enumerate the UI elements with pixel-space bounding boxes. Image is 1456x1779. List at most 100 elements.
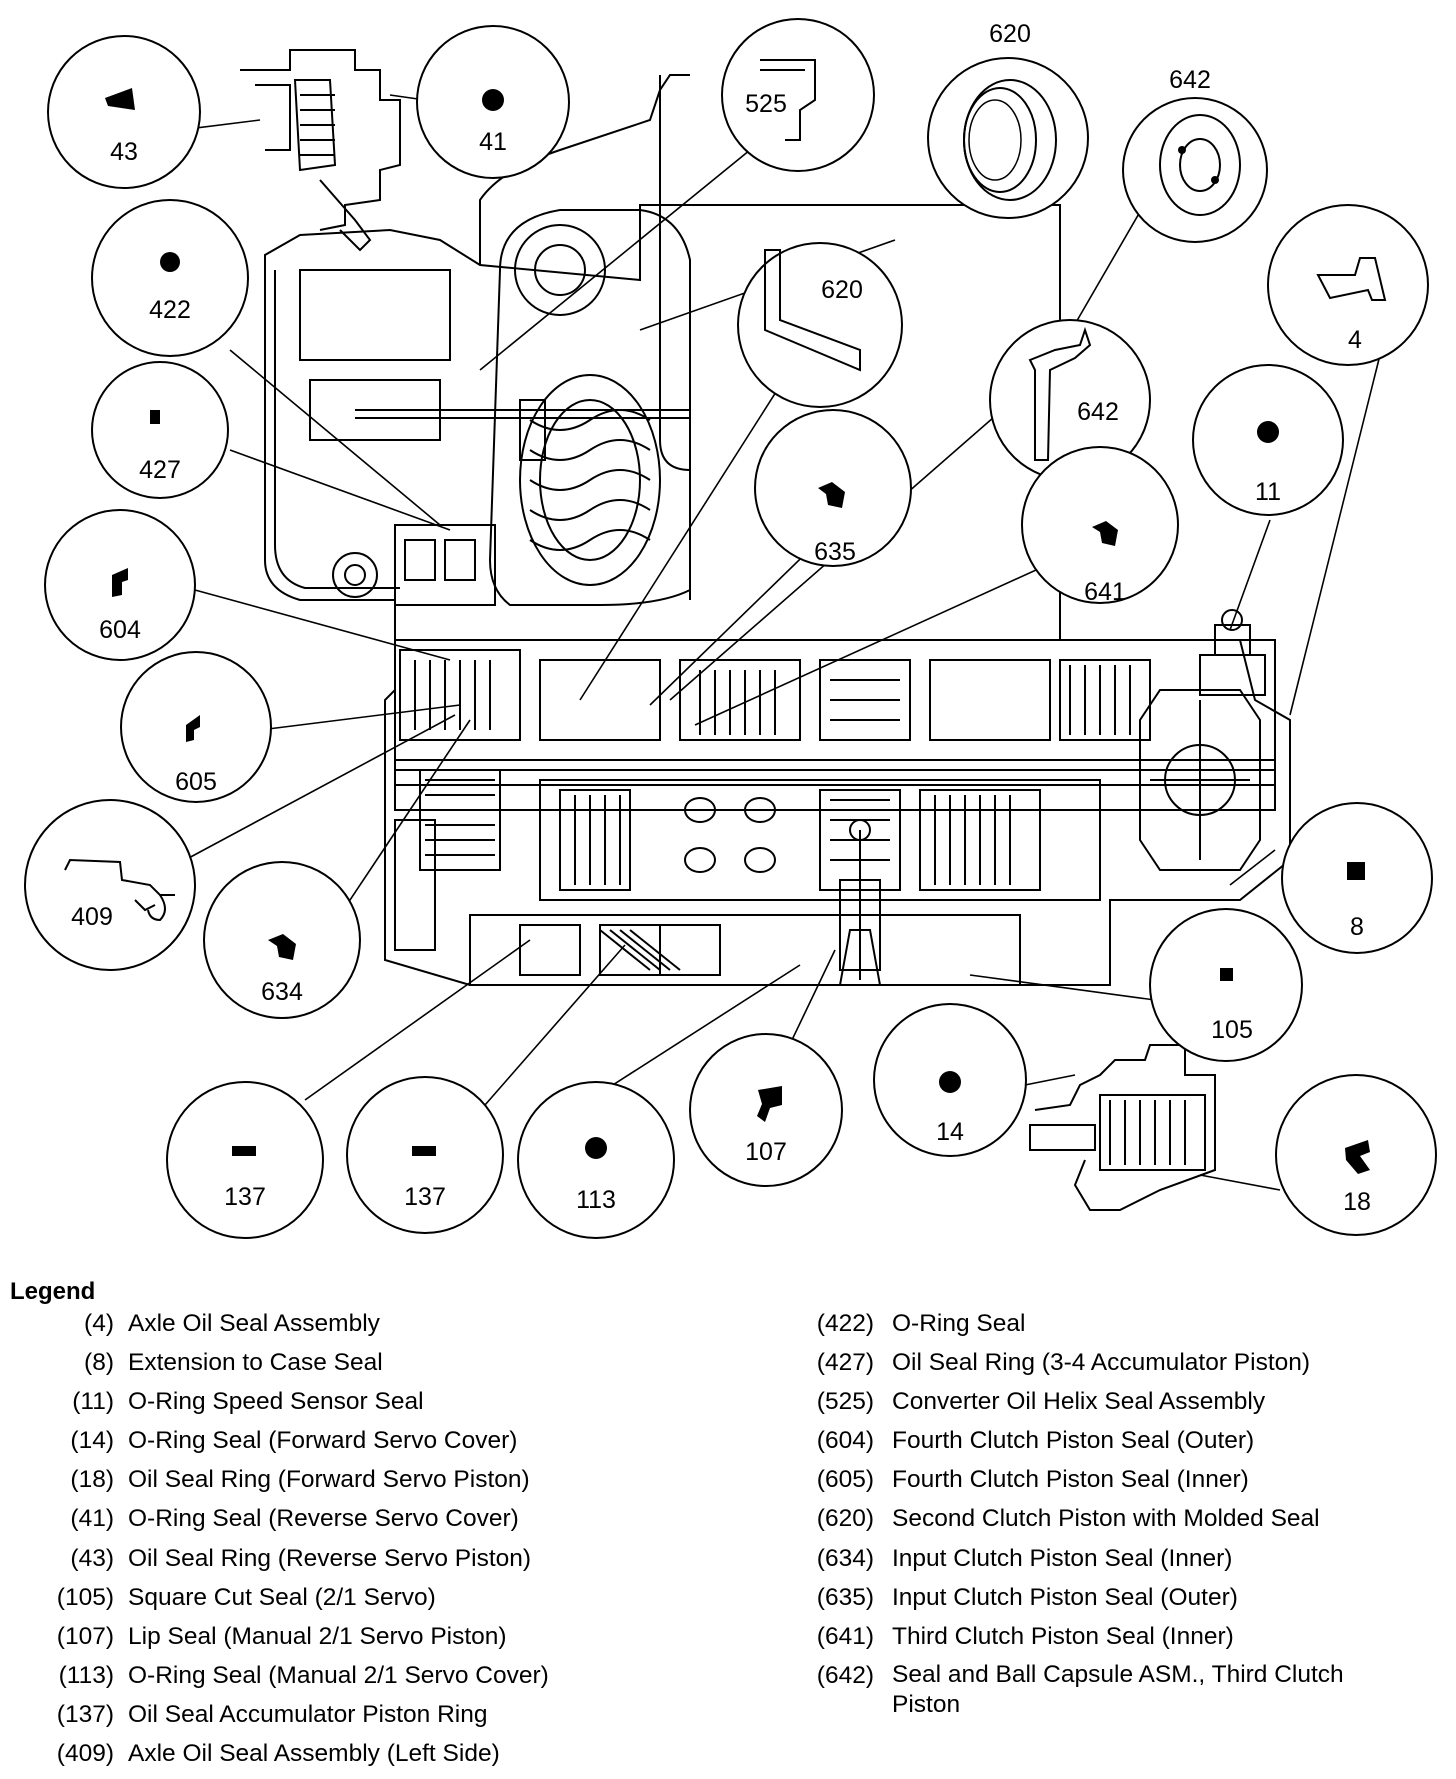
callout-label-137a: 137 — [224, 1183, 266, 1211]
legend-code: (634) — [816, 1544, 874, 1572]
legend-code: (113) — [58, 1661, 114, 1689]
callout-label-18: 18 — [1343, 1188, 1371, 1216]
callout-8: 8 — [1281, 802, 1433, 954]
legend-item: (422)O-Ring Seal — [808, 1310, 1448, 1349]
callout-642-capsule — [1122, 97, 1268, 243]
callout-427: 427 — [91, 361, 229, 499]
legend-code: (642) — [816, 1661, 874, 1689]
legend-desc: Oil Seal Ring (Forward Servo Piston) — [128, 1466, 530, 1494]
legend-desc: Oil Seal Ring (Reverse Servo Piston) — [128, 1544, 532, 1572]
legend-code: (18) — [70, 1466, 114, 1494]
legend-item: (4)Axle Oil Seal Assembly — [40, 1310, 780, 1349]
legend-item: (642) Seal and Ball Capsule ASM., Third C… — [808, 1660, 1448, 1724]
callout-label-14: 14 — [936, 1118, 964, 1146]
legend-item: (604)Fourth Clutch Piston Seal (Outer) — [808, 1427, 1448, 1466]
callout-label-105: 105 — [1211, 1016, 1253, 1044]
callout-label-8: 8 — [1350, 913, 1364, 941]
legend-code: (427) — [816, 1349, 874, 1377]
callout-label-604: 604 — [99, 616, 141, 644]
legend-item: (641) Third Clutch Piston Seal (Inner) — [808, 1623, 1448, 1662]
legend-item: (8)Extension to Case Seal — [40, 1349, 780, 1388]
callout-label-11: 11 — [1255, 478, 1281, 506]
legend-item: (18) Oil Seal Ring (Forward Servo Piston) — [40, 1466, 780, 1505]
legend-desc: Oil Seal Ring (3-4 Accumulator Piston) — [892, 1349, 1311, 1377]
callout-label-137b: 137 — [404, 1183, 446, 1211]
legend-desc: Input Clutch Piston Seal (Inner) — [892, 1544, 1233, 1572]
legend-item: (605)Fourth Clutch Piston Seal (Inner) — [808, 1466, 1448, 1505]
callout-43: 43 — [47, 35, 201, 189]
callout-11: 11 — [1192, 364, 1344, 516]
legend-item: (525) Converter Oil Helix Seal Assembly — [808, 1388, 1448, 1427]
callout-107: 107 — [689, 1033, 843, 1187]
callout-642: 642 — [989, 319, 1151, 481]
legend-item: (113) O-Ring Seal (Manual 2/1 Servo Cover… — [40, 1662, 780, 1701]
legend-desc: O-Ring Seal — [892, 1310, 1026, 1337]
forward-servo-assembly — [1029, 1044, 1216, 1211]
legend-desc: Third Clutch Piston Seal (Inner) — [892, 1622, 1234, 1650]
legend-item: (620) Second Clutch Piston with Molded Se… — [808, 1505, 1448, 1544]
legend-desc: O-Ring Seal (Manual 2/1 Servo Cover) — [128, 1661, 549, 1689]
legend-desc: Axle Oil Seal Assembly (Left Side) — [128, 1740, 500, 1768]
callout-label-409: 409 — [71, 903, 113, 931]
legend: Legend (4)Axle Oil Seal Assembly (8)Exte… — [0, 1278, 1456, 1774]
legend-code: (11) — [72, 1388, 114, 1416]
callout-4: 4 — [1267, 204, 1429, 366]
callout-18: 18 — [1275, 1074, 1437, 1236]
legend-desc: Second Clutch Piston with Molded Seal — [892, 1505, 1320, 1533]
legend-desc: O-Ring Seal (Reverse Servo Cover) — [128, 1505, 519, 1533]
callout-label-605: 605 — [175, 768, 217, 796]
legend-code: (409) — [56, 1740, 114, 1768]
legend-item: (14)O-Ring Seal (Forward Servo Cover) — [40, 1427, 780, 1466]
legend-item: (105)Square Cut Seal (2/1 Servo) — [40, 1584, 780, 1623]
legend-desc: O-Ring Speed Sensor Seal — [128, 1388, 424, 1416]
callout-label-107: 107 — [745, 1138, 787, 1166]
legend-right-column: (422)O-Ring Seal (427) Oil Seal Ring (3-4… — [808, 1310, 1448, 1724]
top-label-620: 620 — [989, 20, 1031, 48]
callout-label-427: 427 — [139, 456, 181, 484]
legend-desc: Extension to Case Seal — [128, 1349, 383, 1377]
callout-label-642: 642 — [1077, 398, 1119, 426]
legend-code: (14) — [70, 1427, 114, 1455]
legend-item: (635) Input Clutch Piston Seal (Outer) — [808, 1584, 1448, 1623]
legend-code: (620) — [816, 1505, 874, 1533]
callout-634: 634 — [203, 861, 361, 1019]
legend-code: (641) — [816, 1622, 874, 1650]
callout-label-4: 4 — [1348, 326, 1362, 354]
legend-code: (43) — [70, 1544, 114, 1572]
legend-desc: Lip Seal (Manual 2/1 Servo Piston) — [128, 1622, 507, 1650]
legend-item: (41) O-Ring Seal (Reverse Servo Cover) — [40, 1505, 780, 1544]
callout-label-525: 525 — [745, 90, 787, 118]
legend-desc: Seal and Ball Capsule ASM., Third Clutch… — [892, 1660, 1344, 1718]
callout-635: 635 — [754, 409, 912, 567]
callout-525: 525 — [721, 18, 875, 172]
legend-code: (41) — [70, 1505, 114, 1533]
legend-code: (105) — [56, 1583, 114, 1611]
legend-desc: Input Clutch Piston Seal (Outer) — [892, 1583, 1238, 1611]
reverse-servo-assembly — [240, 49, 401, 252]
legend-item: (427) Oil Seal Ring (3-4 Accumulator Pist… — [808, 1349, 1448, 1388]
legend-code: (525) — [816, 1388, 874, 1416]
legend-code: (635) — [816, 1583, 874, 1611]
transmission-case — [264, 74, 1291, 986]
legend-desc: Converter Oil Helix Seal Assembly — [892, 1388, 1266, 1416]
legend-item: (137) Oil Seal Accumulator Piston Ring — [40, 1701, 780, 1740]
callout-641: 641 — [1021, 446, 1179, 606]
callout-14: 14 — [873, 1003, 1027, 1157]
legend-item: (409) Axle Oil Seal Assembly (Left Side) — [40, 1740, 780, 1779]
legend-desc: Oil Seal Accumulator Piston Ring — [128, 1700, 488, 1728]
callout-137-b: 137 — [346, 1076, 504, 1234]
callout-605: 605 — [120, 651, 272, 803]
callout-label-113: 113 — [576, 1186, 616, 1214]
legend-item: (11) O-Ring Speed Sensor Seal — [40, 1388, 780, 1427]
legend-desc: Fourth Clutch Piston Seal (Inner) — [892, 1466, 1249, 1494]
legend-item: (107) Lip Seal (Manual 2/1 Servo Piston) — [40, 1623, 780, 1662]
legend-code: (107) — [56, 1622, 114, 1650]
callout-422: 422 — [91, 199, 249, 357]
callout-409: 409 — [24, 799, 196, 971]
legend-item: (634) Input Clutch Piston Seal (Inner) — [808, 1545, 1448, 1584]
legend-code: (137) — [56, 1700, 114, 1728]
callout-label-641: 641 — [1084, 578, 1126, 606]
callout-113: 113 — [517, 1081, 675, 1239]
callout-41: 41 — [416, 25, 570, 179]
legend-code: (604) — [816, 1427, 874, 1455]
